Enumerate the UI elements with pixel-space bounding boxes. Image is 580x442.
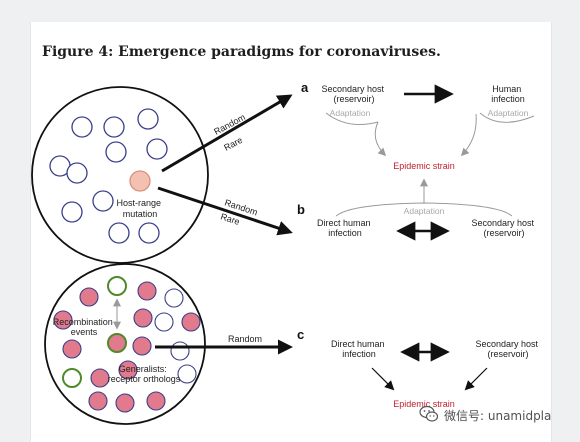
- panel-b-direct-human-1: Direct human: [317, 218, 371, 228]
- panel-b-adaptation-bracket: [335, 202, 513, 217]
- svg-text:Host-range mutation: Host-range mutation: [116, 198, 163, 219]
- panel-b-adaptation: Adaptation: [404, 206, 445, 216]
- panel-a-epidemic-strain: Epidemic strain: [393, 161, 455, 171]
- panel-a-secondary-host-1: Secondary host: [321, 84, 384, 94]
- panel-a-adaptation-left: Adaptation: [330, 108, 371, 118]
- panel-c-arrow-left: [371, 367, 395, 391]
- panel-a-adaptation-right: Adaptation: [488, 108, 529, 118]
- panel-b-secondary-host-1: Secondary host: [471, 218, 534, 228]
- panel-a-adaptation-arrow-left: [374, 121, 387, 157]
- recombination-label-2: events: [71, 327, 98, 337]
- virus-particles-bottom-white: [154, 288, 197, 384]
- svg-text:Generalists: receptor orth: Generalists: receptor orthologs: [108, 364, 181, 384]
- panel-c-secondary-host-2: (reservoir): [487, 349, 528, 359]
- panel-b-letter: b: [297, 202, 305, 217]
- recombination-label-1: Recombination: [53, 317, 113, 327]
- svg-text:Secondary host (reservoir): Secondary host (reservoir): [321, 84, 386, 104]
- panel-c-secondary-host-1: Secondary host: [475, 339, 538, 349]
- panel-a-adaptation-arc-left: [325, 112, 379, 125]
- panel-a-adaptation-arrow-right: [460, 113, 477, 157]
- host-range-label-1: Host-range: [116, 198, 161, 208]
- panel-c-arrow-right: [464, 367, 488, 391]
- recombinant-viruses: [62, 276, 127, 388]
- panel-c-epidemic-strain: Epidemic strain: [393, 399, 455, 409]
- svg-text:Secondary host (reservoir): Secondary host (reservoir): [471, 218, 536, 238]
- panel-a-human-infection-1: Human: [492, 84, 521, 94]
- panel-a-human-infection-2: infection: [491, 94, 525, 104]
- arrow-a-label-rare: Rare: [222, 135, 244, 153]
- arrow-to-panel-b: [157, 186, 293, 236]
- watermark-text: 微信号: unamidpla: [444, 409, 552, 423]
- panel-b-secondary-host-2: (reservoir): [483, 228, 524, 238]
- svg-text:Recombination events: Recombination events: [53, 317, 116, 337]
- svg-text:Human infection: Human infection: [491, 84, 525, 104]
- panel-c-direct-human-2: infection: [342, 349, 376, 359]
- virus-particles-bottom-pink: [53, 281, 201, 413]
- figure-title: Figure 4: Emergence paradigms for corona…: [42, 44, 441, 60]
- mutant-virus: [129, 170, 151, 192]
- host-range-label-2: mutation: [123, 209, 158, 219]
- generalists-label-1: Generalists:: [119, 364, 167, 374]
- svg-text:Direct human infection: Direct human infection: [331, 339, 387, 359]
- arrow-c-label-random: Random: [228, 334, 262, 344]
- panel-c-letter: c: [297, 327, 304, 342]
- virus-particles-top: [49, 108, 168, 244]
- panel-a-secondary-host-2: (reservoir): [333, 94, 374, 104]
- recombinant-generalist-virus: [107, 333, 127, 353]
- svg-text:Secondary host (reservoir): Secondary host (reservoir): [475, 339, 540, 359]
- panel-c-direct-human-1: Direct human: [331, 339, 385, 349]
- panel-a-adaptation-arc-right: [479, 112, 535, 123]
- generalists-label-2: receptor orthologs: [108, 374, 181, 384]
- svg-text:Direct human infection: Direct human infection: [317, 218, 373, 238]
- panel-b-direct-human-2: infection: [328, 228, 362, 238]
- panel-a-letter: a: [301, 80, 309, 95]
- arrow-to-panel-a: [161, 94, 293, 173]
- wechat-icon: [419, 405, 439, 422]
